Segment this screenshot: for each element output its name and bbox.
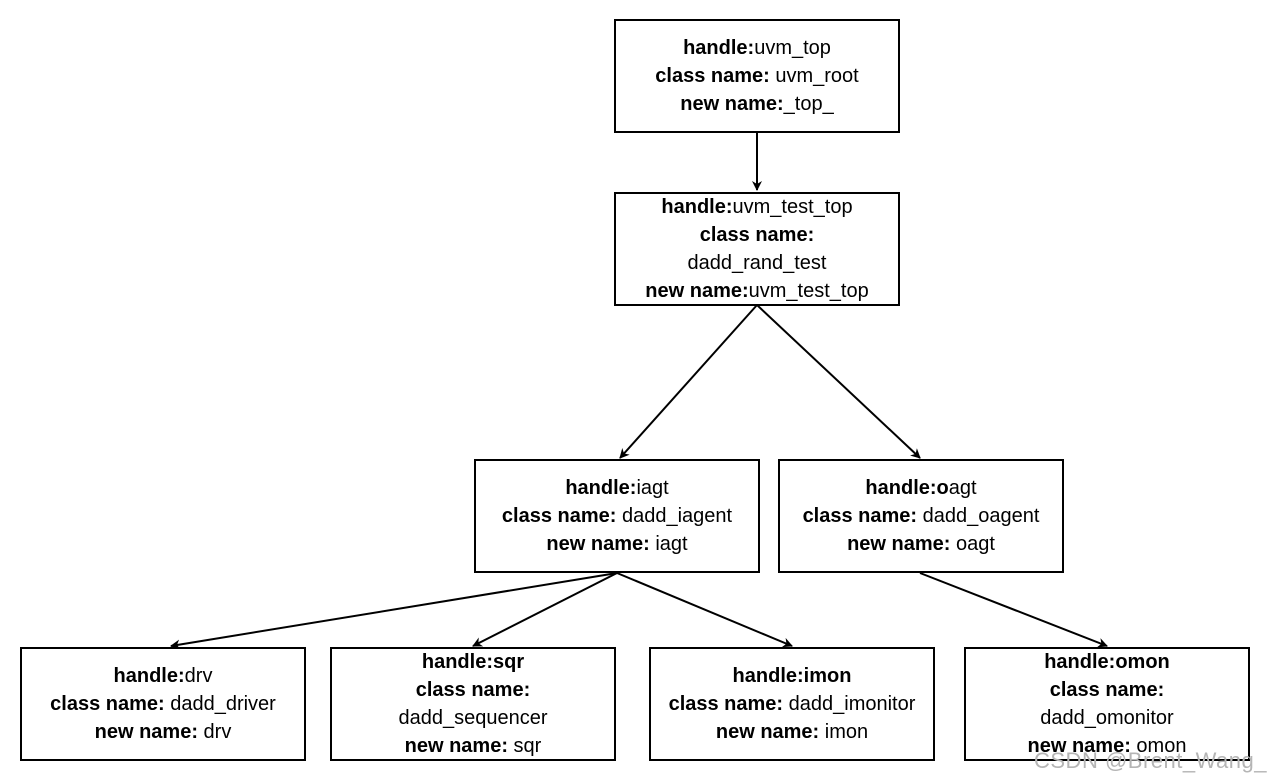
- node-line: dadd_omonitor: [1040, 704, 1173, 732]
- node-line-value: uvm_top: [754, 37, 831, 59]
- node-line-value: uvm_test_top: [732, 196, 853, 218]
- node-line-key: new name:: [546, 533, 650, 555]
- node-line: class name: dadd_driver: [50, 690, 276, 718]
- node-line-value: iagt: [636, 477, 669, 499]
- node-line-key: handle:: [565, 477, 637, 499]
- node-line: class name:: [1050, 676, 1165, 704]
- node-line-key: handle:: [661, 196, 733, 218]
- node-line-key: new name:: [680, 93, 784, 115]
- node-line-key: handle:imon: [732, 665, 852, 687]
- node-line-key: class name:: [802, 505, 918, 527]
- node-line-key: handle:: [113, 665, 185, 687]
- node-line-key: class name:: [415, 679, 531, 701]
- edge-oagt-to-omon: [919, 572, 1108, 648]
- node-line-value: dadd_sequencer: [398, 707, 548, 729]
- node-line-key: class name:: [668, 693, 784, 715]
- node-line: handle:uvm_top: [683, 34, 831, 62]
- node-line: handle:drv: [114, 662, 213, 690]
- node-line-value: dadd_omonitor: [1040, 707, 1174, 729]
- node-line-value: drv: [198, 721, 232, 743]
- node-line: handle:sqr: [422, 648, 524, 676]
- edge-iagt-to-sqr: [472, 572, 618, 647]
- node-line-key: handle:o: [865, 477, 949, 499]
- node-line-key: new name:: [715, 721, 820, 743]
- node-line-value: oagt: [950, 533, 995, 555]
- node-line-key: class name:: [655, 65, 770, 87]
- edge-iagt-to-imon: [616, 572, 793, 648]
- node-line: new name: iagt: [546, 530, 687, 558]
- node-line: new name: sqr: [405, 732, 542, 760]
- node-line: class name: uvm_root: [655, 62, 858, 90]
- node-line: handle:uvm_test_top: [661, 193, 852, 221]
- node-line-value: uvm_test_top: [748, 280, 869, 302]
- node-line-value: dadd_imonitor: [783, 693, 916, 715]
- node-line-key: new name:: [645, 280, 749, 302]
- node-line: handle:imon: [733, 662, 852, 690]
- node-line-value: sqr: [508, 735, 542, 757]
- node-line-key: new name:: [1027, 735, 1131, 757]
- node-line: new name: drv: [95, 718, 232, 746]
- node-line: handle:iagt: [565, 474, 668, 502]
- node-line-value: dadd_oagent: [917, 505, 1040, 527]
- node-line-value: omon: [1130, 735, 1187, 757]
- node-line-value: imon: [819, 721, 869, 743]
- node-line-key: new name:: [404, 735, 508, 757]
- node-line-key: class name:: [699, 224, 815, 246]
- node-line-key: handle:omon: [1044, 651, 1170, 673]
- node-line: class name: dadd_imonitor: [669, 690, 916, 718]
- node-line: new name:_top_: [680, 90, 833, 118]
- node-line-value: dadd_driver: [164, 693, 276, 715]
- node-line: class name:: [416, 676, 531, 704]
- node-line: class name:: [700, 221, 815, 249]
- node-line: new name:uvm_test_top: [645, 277, 868, 305]
- node-line: dadd_sequencer: [398, 704, 547, 732]
- node-line-value: dadd_rand_test: [687, 252, 827, 274]
- node-line: class name: dadd_iagent: [502, 502, 732, 530]
- node-line: handle:omon: [1044, 648, 1170, 676]
- node-line: dadd_rand_test: [687, 249, 826, 277]
- node-line: handle:oagt: [865, 474, 976, 502]
- node-line-value: agt: [948, 477, 977, 499]
- node-line-value: iagt: [649, 533, 688, 555]
- watermark: CSDN @Brent_Wang_: [1034, 748, 1267, 773]
- node-line: new name: imon: [716, 718, 868, 746]
- node-line-key: class name:: [501, 505, 617, 527]
- node-line: new name: omon: [1028, 732, 1187, 760]
- node-line: class name: dadd_oagent: [803, 502, 1040, 530]
- node-line-value: uvm_root: [769, 65, 859, 87]
- edge-test-to-oagt: [756, 304, 921, 459]
- node-line-key: new name:: [94, 721, 198, 743]
- edge-test-to-iagt: [619, 304, 758, 459]
- node-line-value: drv: [184, 665, 213, 687]
- node-line-key: class name:: [1049, 679, 1165, 701]
- node-line-key: handle:: [683, 37, 755, 59]
- node-line-key: class name:: [50, 693, 165, 715]
- edge-iagt-to-drv: [170, 572, 618, 650]
- node-line-value: _top_: [783, 93, 834, 115]
- node-line-key: new name:: [847, 533, 951, 555]
- node-line: new name: oagt: [847, 530, 995, 558]
- node-line-key: handle:sqr: [421, 651, 525, 673]
- node-line-value: dadd_iagent: [616, 505, 733, 527]
